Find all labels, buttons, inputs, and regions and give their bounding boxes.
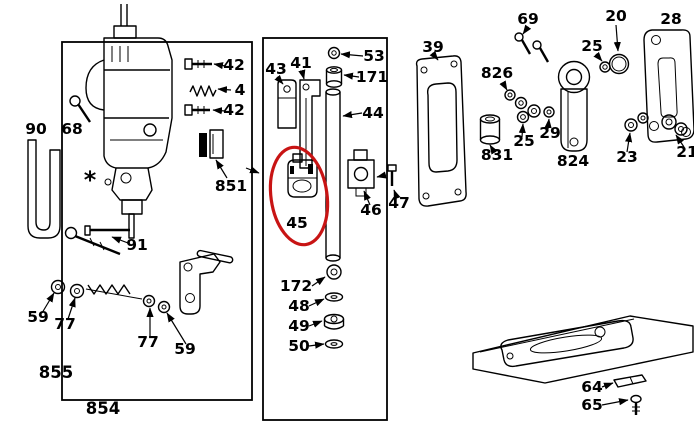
base-plate-drawing	[472, 315, 694, 384]
part-49-cup-washer	[323, 313, 345, 330]
part-label-172: 172	[280, 277, 312, 295]
highlight-ellipse	[268, 145, 330, 247]
part-label-41: 41	[290, 54, 312, 72]
lever-bracket-drawing	[179, 249, 234, 315]
part-826-washers	[504, 89, 541, 118]
part-label-64: 64	[581, 378, 603, 396]
part-label-77-left: 77	[54, 315, 76, 333]
part-label-50: 50	[288, 337, 310, 355]
part-43-plate	[277, 79, 297, 129]
part-label-855: 855	[39, 363, 73, 382]
part-28-gear-cover	[643, 29, 694, 143]
part-20-oring	[608, 53, 630, 75]
part-851-clip	[199, 129, 224, 159]
part-65-screw	[630, 394, 642, 415]
part-47-screw	[376, 164, 397, 186]
part-label-29: 29	[539, 124, 561, 142]
part-25-mid-washer	[516, 110, 530, 124]
part-label-21: 21	[676, 143, 694, 161]
part-label-4: 4	[235, 81, 246, 99]
part-label-69: 69	[517, 10, 539, 28]
spring-rod-drawing	[85, 284, 143, 300]
part-label-77-mid: 77	[137, 333, 159, 351]
part-46-block	[347, 149, 375, 197]
part-824-crank	[557, 60, 591, 152]
part-label-28: 28	[660, 10, 682, 28]
part-label-65: 65	[581, 396, 603, 414]
part-68-screw	[69, 95, 91, 123]
part-label-39: 39	[422, 38, 444, 56]
part-64-clip	[613, 374, 647, 388]
part-48-washer	[324, 292, 344, 302]
part-50-washer	[324, 339, 344, 349]
part-25-top-washer	[599, 61, 611, 73]
part-label-851: 851	[215, 177, 247, 195]
part-23-washers	[624, 112, 649, 132]
part-label-91: 91	[126, 236, 148, 254]
part-label-824: 824	[557, 152, 590, 170]
part-91-bolt	[64, 225, 130, 256]
left-assembly-box	[61, 41, 253, 401]
part-69-screws	[514, 32, 550, 63]
part-label-47: 47	[388, 194, 410, 212]
part-171-bushing	[325, 66, 343, 88]
part-label-59-mid: 59	[174, 340, 196, 358]
part-label-831: 831	[481, 146, 513, 164]
part-39-gasket	[415, 55, 467, 207]
part-42-lower-screw	[184, 104, 210, 116]
part-label-42-lower: 42	[223, 101, 245, 119]
part-label-23: 23	[616, 148, 638, 166]
part-90-fork	[27, 139, 61, 239]
part-77-mid-washer	[142, 294, 156, 308]
part-label-45: 45	[286, 214, 308, 232]
part-label-20: 20	[605, 7, 627, 25]
part-label-68: 68	[61, 120, 83, 138]
part-21-washers	[661, 114, 688, 136]
part-77-left-washer	[69, 283, 85, 299]
part-label-826: 826	[481, 64, 513, 82]
part-label-48: 48	[288, 297, 310, 315]
part-label-53: 53	[363, 47, 385, 65]
part-45-clamp	[287, 153, 318, 198]
part-53-nut	[327, 46, 341, 60]
part-label-90: 90	[25, 120, 47, 138]
part-4-spring	[189, 85, 217, 97]
part-label-49: 49	[288, 317, 310, 335]
part-label-171: 171	[356, 68, 388, 86]
part-label-44: 44	[362, 104, 384, 122]
part-42-upper-screw	[184, 58, 212, 70]
part-label-42-upper: 42	[223, 56, 245, 74]
part-29-washer	[543, 106, 555, 118]
part-label-46: 46	[360, 201, 382, 219]
part-41-bracket	[299, 79, 321, 169]
part-172-nut	[326, 264, 342, 280]
motor-housing-drawing	[85, 4, 173, 239]
part-label-59-left: 59	[27, 308, 49, 326]
part-label-854: 854	[86, 399, 120, 418]
middle-assembly-box	[262, 37, 388, 421]
part-59-left-washer	[50, 279, 66, 295]
part-59-mid-washer	[157, 300, 171, 314]
part-label-25-top: 25	[581, 37, 603, 55]
part-label-43: 43	[265, 60, 287, 78]
part-label-25-mid: 25	[513, 132, 535, 150]
part-44-plunger-tube	[325, 88, 341, 262]
footnote-asterisk: *	[84, 166, 97, 194]
part-831-cylinder	[479, 114, 501, 145]
